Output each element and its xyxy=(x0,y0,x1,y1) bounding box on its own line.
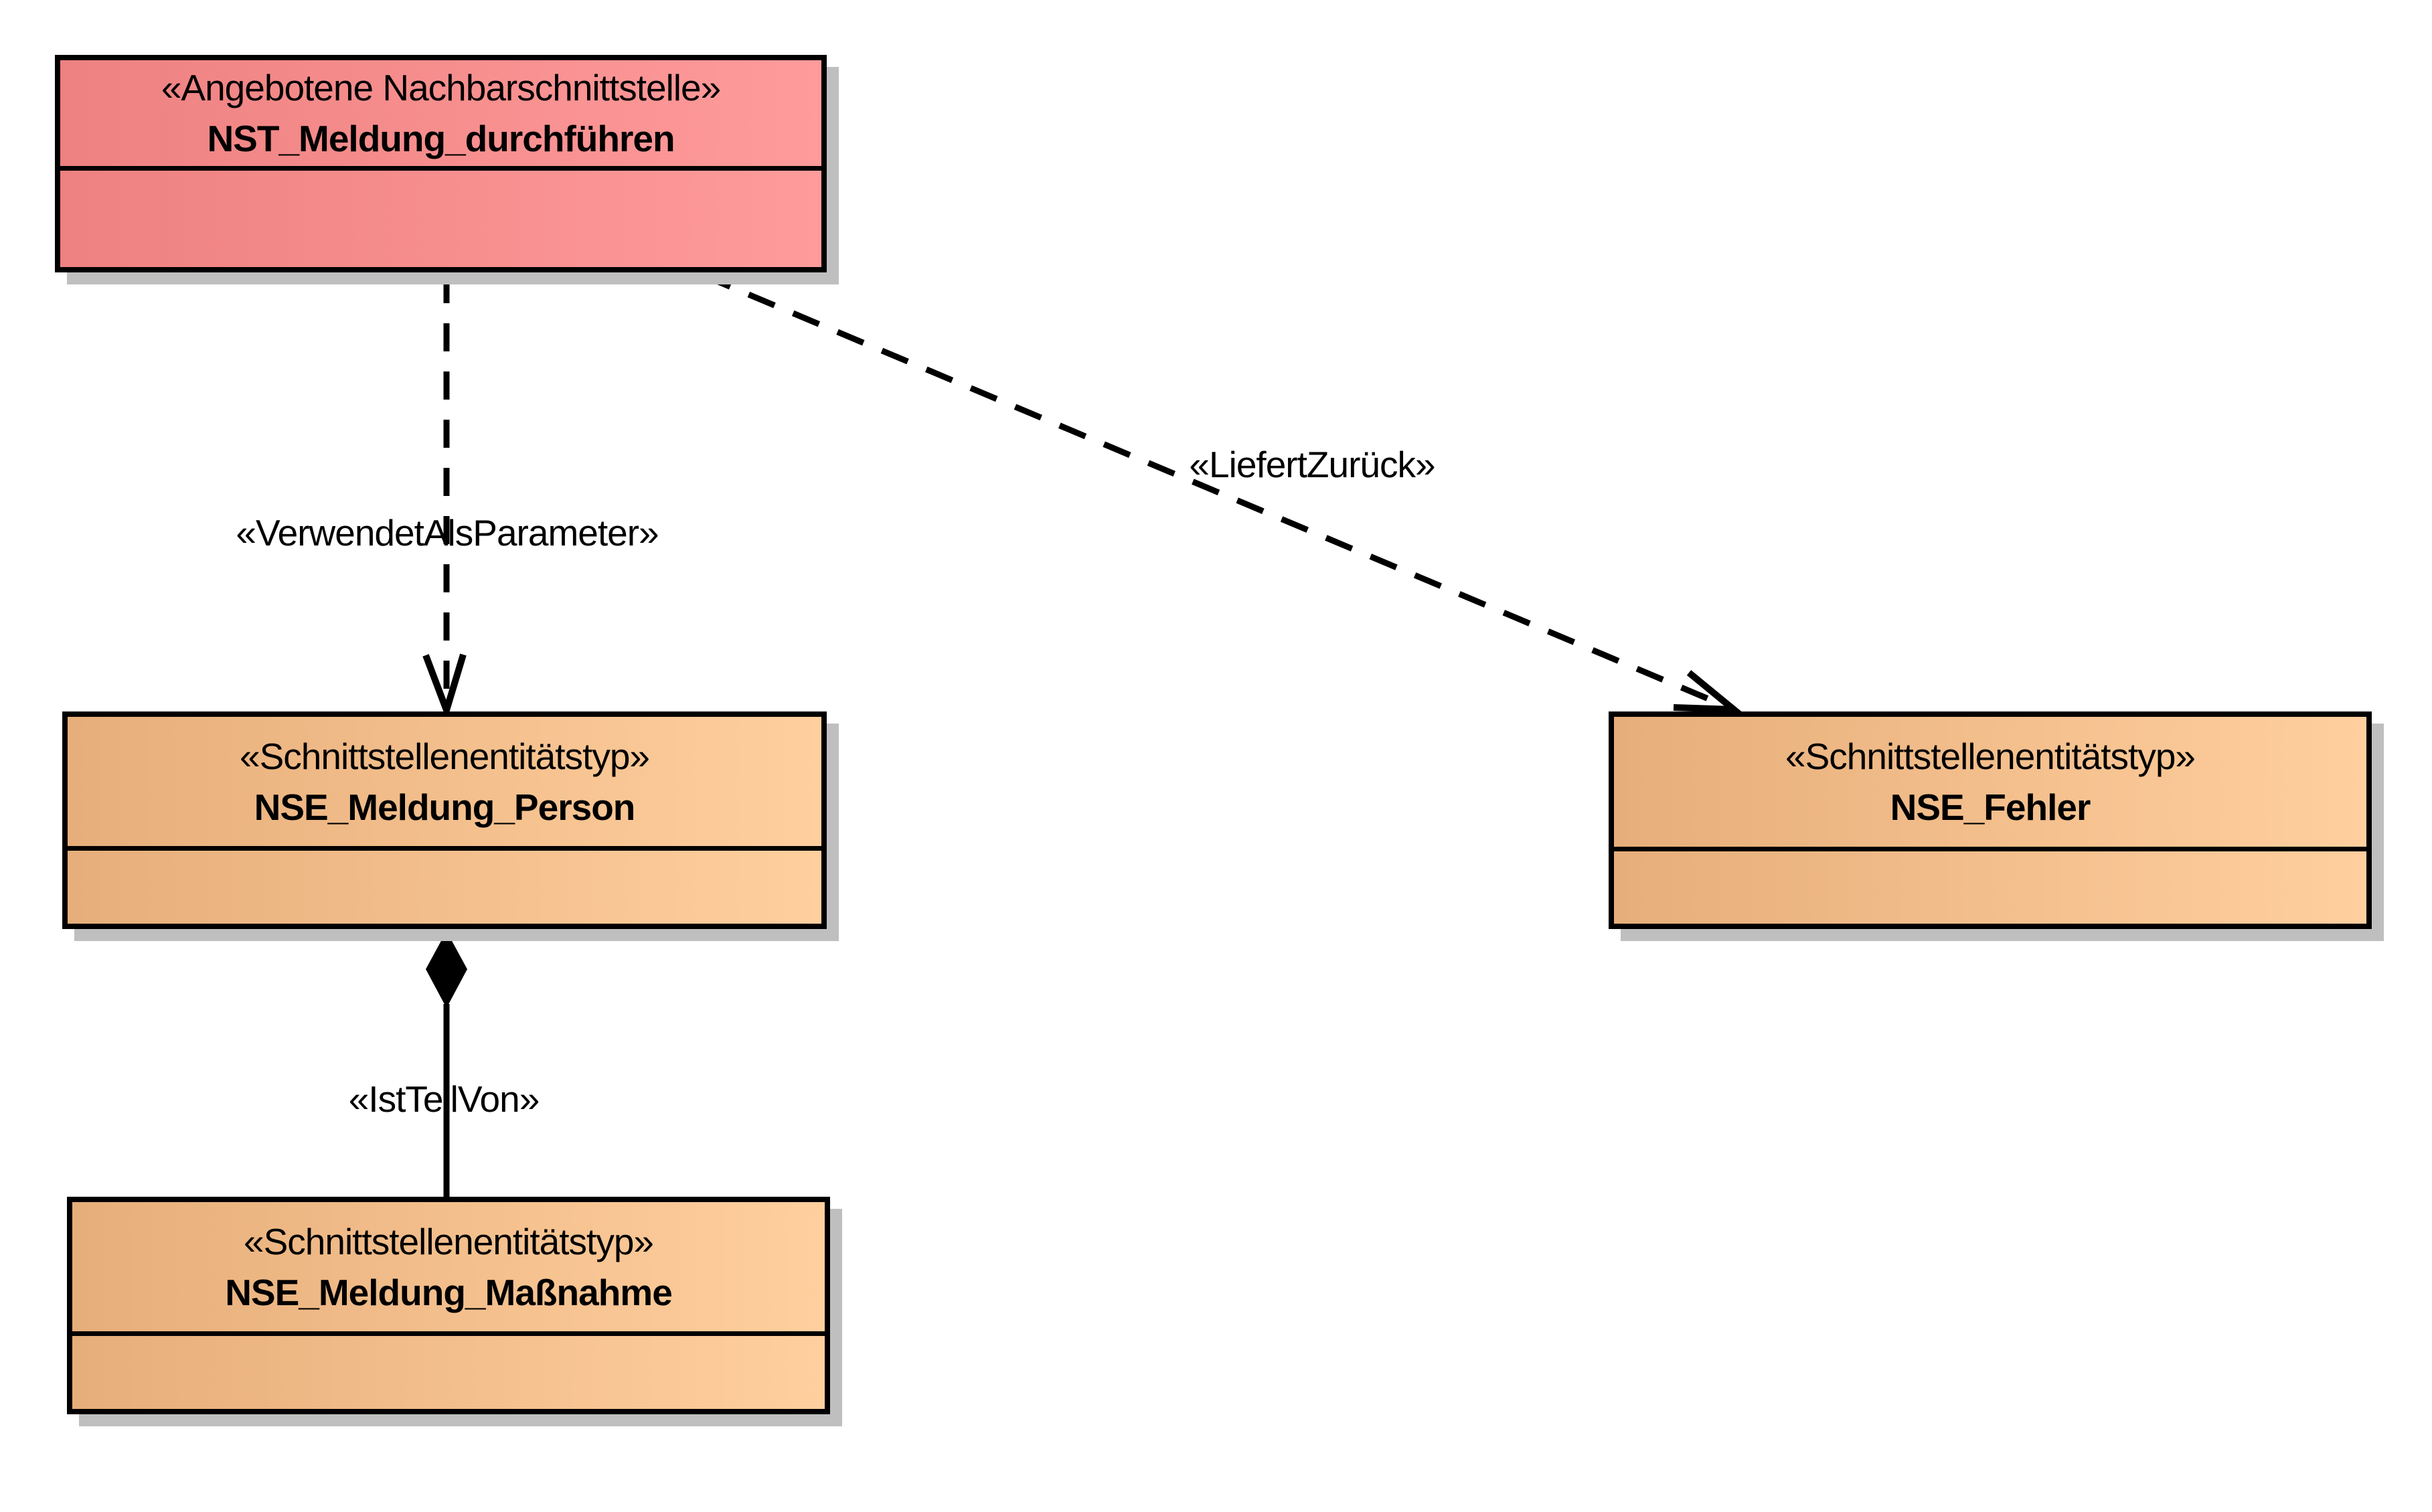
dependency-edge-verwendet-als-parameter xyxy=(422,275,467,721)
class-box-nse-meldung-massnahme: «Schnittstellenentitätstyp» NSE_Meldung_… xyxy=(67,1197,830,1414)
class-title-compartment: «Schnittstellenentitätstyp» NSE_Fehler xyxy=(1614,717,2366,851)
filled-diamond-icon xyxy=(426,931,467,1008)
class-name: NST_Meldung_durchführen xyxy=(207,118,675,159)
class-attributes-compartment xyxy=(72,1336,825,1409)
class-name: NSE_Meldung_Maßnahme xyxy=(225,1271,673,1313)
class-name: NSE_Fehler xyxy=(1890,786,2091,828)
class-name: NSE_Meldung_Person xyxy=(254,786,636,828)
class-attributes-compartment xyxy=(60,171,821,267)
dependency-edge-liefert-zurueck xyxy=(703,272,1744,713)
class-stereotype: «Schnittstellenentitätstyp» xyxy=(244,1220,654,1262)
class-box-nse-meldung-person: «Schnittstellenentitätstyp» NSE_Meldung_… xyxy=(62,711,827,929)
class-stereotype: «Schnittstellenentitätstyp» xyxy=(1785,736,2196,777)
class-box-nst-meldung-durchfuehren: «Angebotene Nachbarschnittstelle» NST_Me… xyxy=(55,55,827,272)
class-stereotype: «Angebotene Nachbarschnittstelle» xyxy=(161,67,721,108)
class-title-compartment: «Schnittstellenentitätstyp» NSE_Meldung_… xyxy=(68,717,821,851)
composition-edge-ist-teil-von xyxy=(426,931,467,1199)
open-arrowhead-icon xyxy=(422,653,467,721)
class-attributes-compartment xyxy=(1614,851,2366,924)
open-arrowhead-icon xyxy=(1673,670,1744,713)
class-stereotype: «Schnittstellenentitätstyp» xyxy=(240,735,650,777)
class-title-compartment: «Schnittstellenentitätstyp» NSE_Meldung_… xyxy=(72,1202,825,1336)
class-title-compartment: «Angebotene Nachbarschnittstelle» NST_Me… xyxy=(60,60,821,171)
class-attributes-compartment xyxy=(68,851,821,924)
class-box-nse-fehler: «Schnittstellenentitätstyp» NSE_Fehler xyxy=(1609,711,2372,929)
edge-label-liefert-zurueck: «LiefertZurück» xyxy=(1189,444,1435,485)
edge-label-ist-teil-von: «IstTeilVon» xyxy=(348,1078,540,1120)
edge-label-verwendet-als-parameter: «VerwendetAlsParameter» xyxy=(236,512,659,554)
